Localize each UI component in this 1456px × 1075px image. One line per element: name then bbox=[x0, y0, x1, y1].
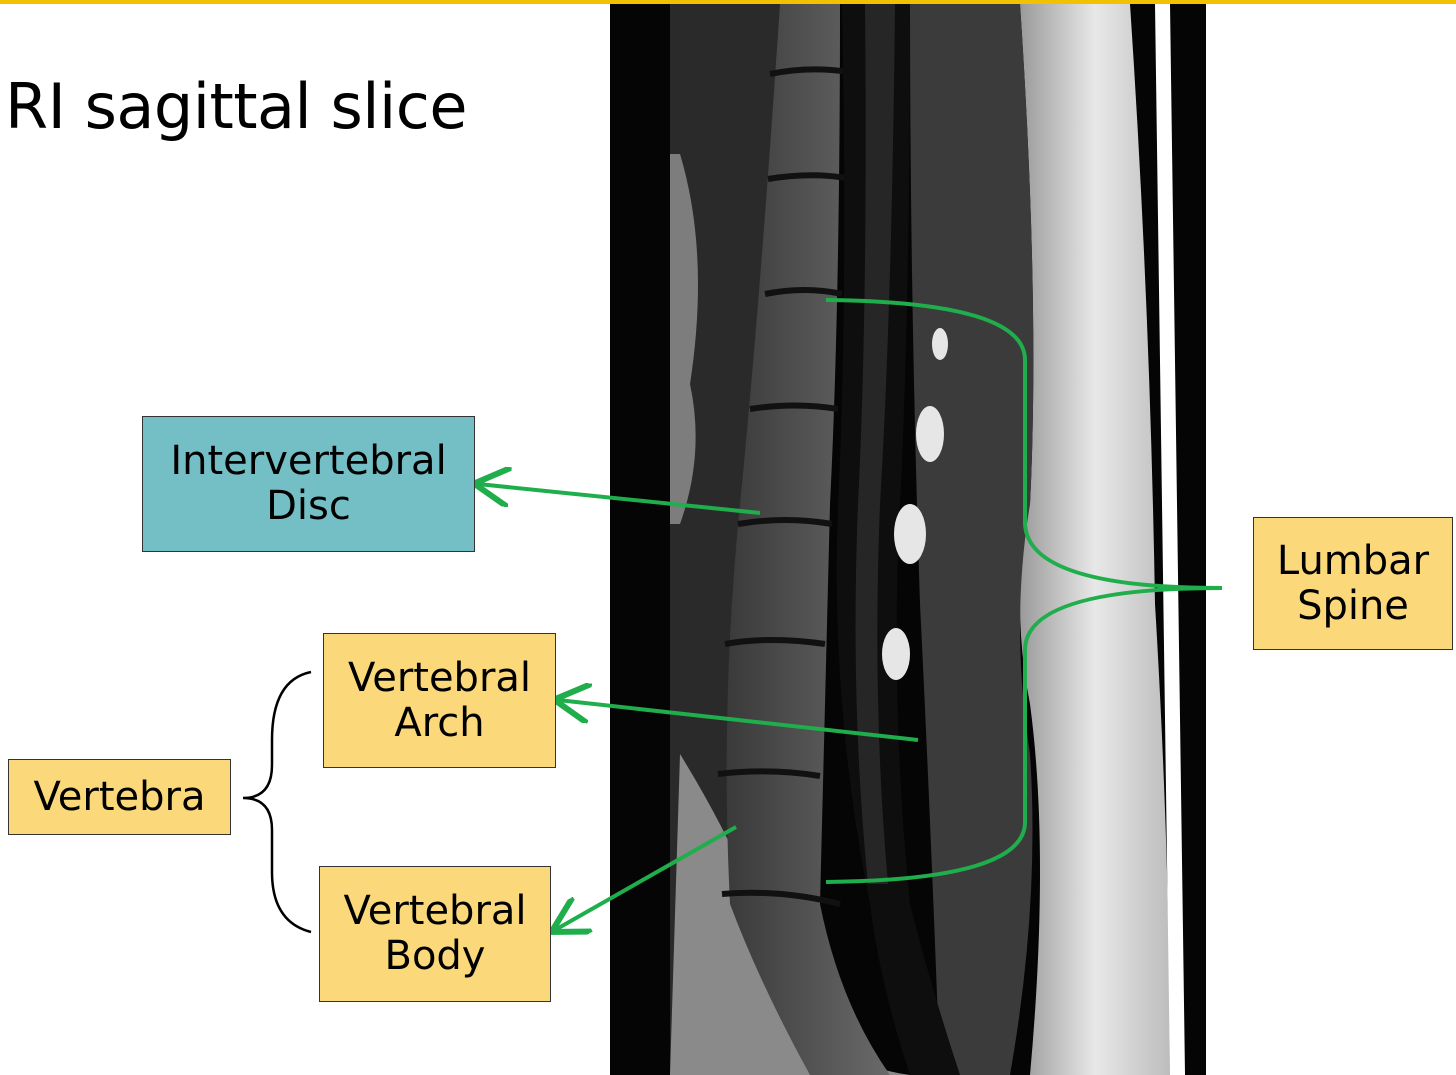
lumbar-spine-label: Lumbar Spine bbox=[1253, 517, 1453, 650]
vertebral-body-label: Vertebral Body bbox=[319, 866, 551, 1002]
intervertebral-disc-label: Intervertebral Disc bbox=[142, 416, 475, 552]
vertebra-brace bbox=[243, 672, 311, 932]
arch-arrow bbox=[558, 700, 918, 740]
body-arrow bbox=[555, 827, 736, 930]
disc-arrow bbox=[478, 484, 760, 513]
vertebra-label: Vertebra bbox=[8, 759, 231, 835]
vertebral-arch-label: Vertebral Arch bbox=[323, 633, 556, 768]
lumbar-spine-bracket bbox=[826, 300, 1222, 882]
